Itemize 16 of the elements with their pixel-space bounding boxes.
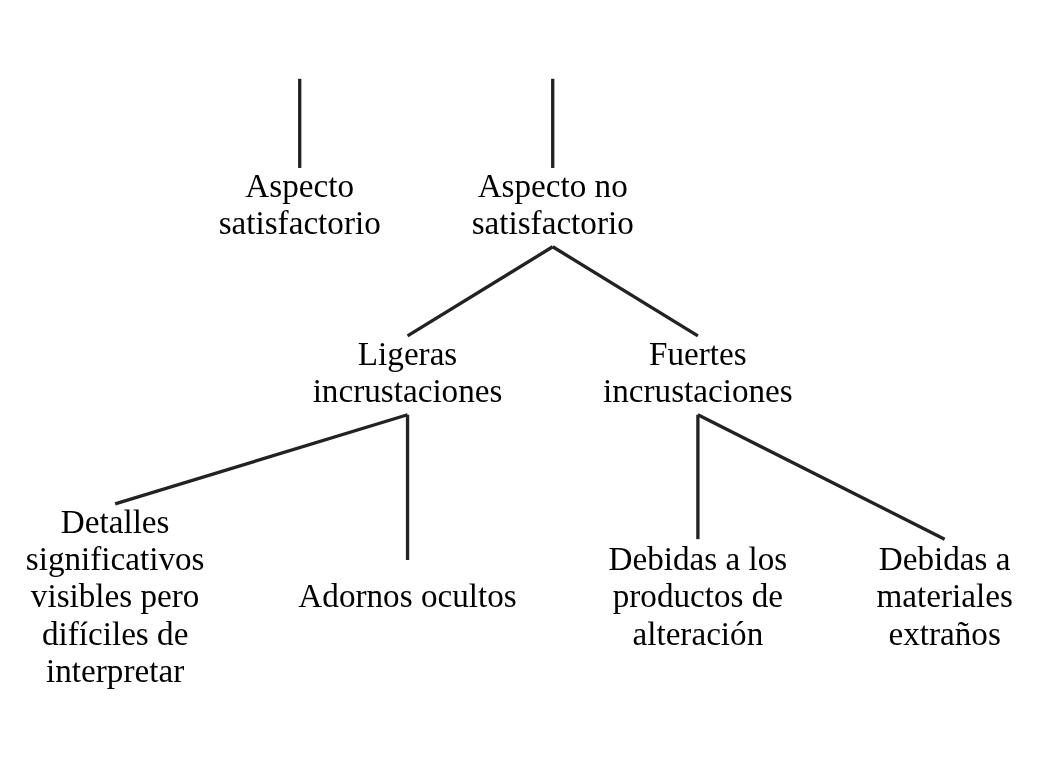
connector	[405, 414, 410, 560]
node-text: Ligeras incrustaciones	[312, 334, 503, 409]
node-text: Aspecto satisfactorio	[218, 166, 381, 241]
connector	[406, 244, 554, 337]
connector	[298, 78, 302, 168]
node-text: Debidas a materiales extraños	[876, 539, 1013, 652]
connector	[551, 244, 699, 337]
connector	[696, 414, 700, 539]
connector	[551, 78, 555, 168]
node-text: Detalles significativos visibles pero difíciles de interpretar	[25, 502, 205, 689]
node-text: Fuertes incrustaciones	[603, 334, 793, 409]
connector	[114, 412, 409, 505]
connector	[697, 412, 946, 541]
node-text: Debidas a los productos de alteración	[608, 539, 788, 652]
node-text: Aspecto no satisfactorio	[471, 166, 634, 241]
node-text: Adornos ocultos	[298, 576, 517, 614]
